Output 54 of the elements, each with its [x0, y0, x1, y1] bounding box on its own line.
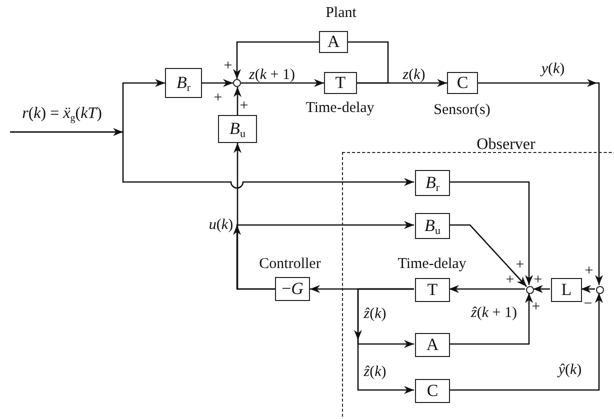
signal-label: ẑ(k) [364, 307, 386, 322]
signal-arrow [10, 131, 414, 189]
signal-arrow [533, 285, 550, 293]
sign-label: − [584, 297, 592, 312]
sign-label: + [534, 273, 542, 288]
signal-arrow [581, 285, 595, 293]
block-caption: Sensor(s) [434, 103, 490, 118]
block-caption: Time-delay [398, 257, 466, 272]
transfer-block: L [551, 278, 582, 302]
signal-label: y(k) [541, 62, 565, 77]
sign-label: + [584, 264, 594, 279]
sign-label: + [532, 300, 540, 315]
transfer-block: −G [275, 277, 310, 301]
sign-label: + [506, 273, 514, 288]
signal-arrow [449, 224, 527, 287]
sign-label: + [214, 91, 222, 106]
block-caption: Controller [259, 257, 321, 272]
transfer-block: B$_{u}$ [415, 213, 450, 239]
transfer-block: C [415, 379, 450, 403]
summing-junction [233, 79, 241, 87]
signal-arrow [449, 181, 533, 285]
transfer-block: A [415, 333, 450, 357]
sign-label: + [516, 258, 524, 273]
signal-arrow [236, 221, 414, 290]
sign-label: + [224, 59, 232, 74]
sign-label: + [240, 99, 248, 114]
transfer-block: A [319, 31, 348, 53]
transfer-block: C [447, 72, 478, 94]
block-caption: Time-delay [306, 101, 374, 116]
signal-arrow [233, 41, 319, 79]
transfer-block: B$_{r}$ [165, 68, 202, 98]
summing-junction [526, 286, 534, 294]
signal-arrow [241, 79, 324, 87]
transfer-block: T [324, 72, 357, 94]
signal-arrow [202, 79, 233, 87]
transfer-block: B$_{u}$ [218, 115, 257, 143]
signal-label: z(k) [402, 68, 426, 83]
signal-arrow [234, 87, 242, 115]
signal-arrow [449, 293, 533, 345]
summing-junction [596, 286, 604, 294]
region-title: Observer [476, 137, 536, 153]
diagram-label: Plant [326, 6, 356, 21]
signal-label: z(k + 1) [249, 68, 295, 83]
signal-label: u(k) [208, 218, 234, 233]
signal-label: ŷ(k) [558, 363, 582, 378]
signal-label: ẑ(k) [364, 365, 386, 380]
signal-arrow [449, 285, 525, 293]
signal-arrow [357, 288, 414, 394]
signal-arrow [478, 82, 603, 285]
signal-label: ẑ(k + 1) [471, 306, 517, 321]
transfer-block: T [415, 278, 450, 302]
signal-arrow [449, 293, 603, 391]
diagram-label: r(k) = ẍ$_{g}$(kT) [22, 106, 102, 124]
transfer-block: B$_{r}$ [415, 170, 450, 196]
